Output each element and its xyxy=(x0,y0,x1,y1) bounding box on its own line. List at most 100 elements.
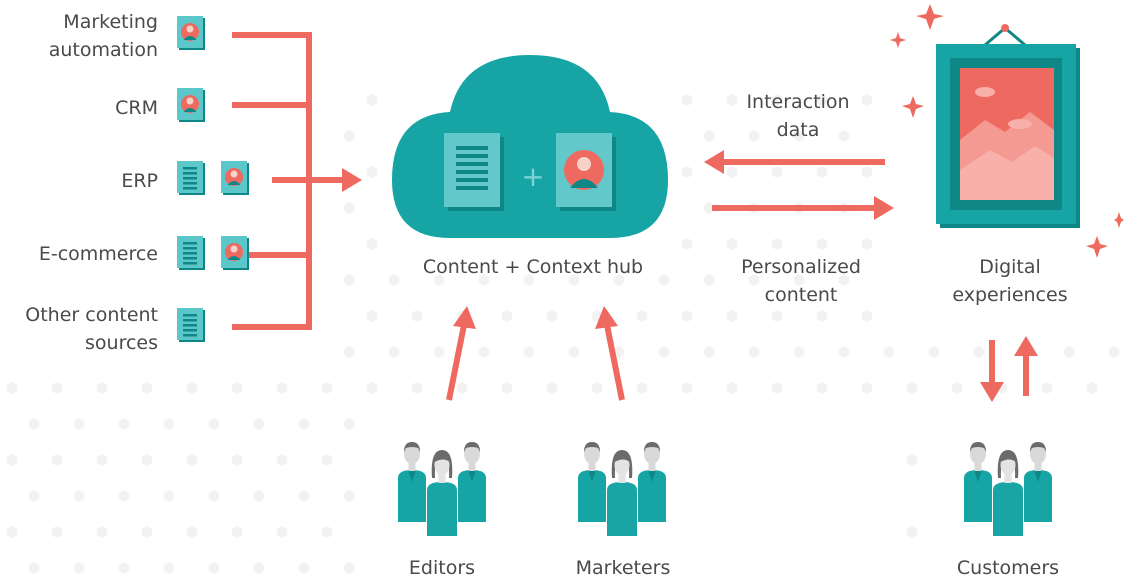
background-dot xyxy=(1041,382,1053,394)
erp-profile-icon xyxy=(221,161,249,195)
background-dot xyxy=(141,382,153,394)
background-dot xyxy=(771,382,783,394)
marketers-arrow xyxy=(595,306,625,401)
source-label-line: automation xyxy=(48,39,158,61)
background-dot xyxy=(253,490,265,502)
background-dot xyxy=(658,274,670,286)
background-dot xyxy=(276,526,288,538)
background-dot xyxy=(28,562,40,574)
cloud-hub-icon xyxy=(392,55,668,238)
editors-arrow xyxy=(446,306,476,401)
background-dot xyxy=(793,130,805,142)
background-dot xyxy=(73,418,85,430)
background-dot xyxy=(546,310,558,322)
background-dot xyxy=(816,382,828,394)
background-dot xyxy=(748,346,760,358)
background-dot xyxy=(613,274,625,286)
background-dot xyxy=(883,346,895,358)
background-dot xyxy=(726,94,738,106)
background-dot xyxy=(343,346,355,358)
background-dot xyxy=(343,130,355,142)
background-dot xyxy=(973,346,985,358)
marketing-profile-icon xyxy=(177,16,205,50)
personalized-line: content xyxy=(764,284,838,306)
background-dot xyxy=(186,382,198,394)
background-dot xyxy=(771,310,783,322)
background-dot xyxy=(276,454,288,466)
background-dot xyxy=(6,382,18,394)
background-dot xyxy=(231,382,243,394)
background-dot xyxy=(793,346,805,358)
background-dot xyxy=(321,382,333,394)
other-document-icon xyxy=(177,308,205,342)
background-dot xyxy=(546,382,558,394)
background-dot xyxy=(118,490,130,502)
background-dot xyxy=(478,346,490,358)
personalized-line: Personalized xyxy=(741,256,861,278)
interaction-data-label: Interaction data xyxy=(718,88,878,144)
arrow-to-hub-icon xyxy=(342,168,362,192)
background-dot xyxy=(118,418,130,430)
background-dot xyxy=(681,238,693,250)
editors-label: Editors xyxy=(408,557,476,579)
background-dot xyxy=(411,382,423,394)
background-dot xyxy=(343,490,355,502)
background-dot xyxy=(838,346,850,358)
background-dot xyxy=(343,418,355,430)
background-dot xyxy=(906,454,918,466)
background-dot xyxy=(861,94,873,106)
background-dot xyxy=(163,562,175,574)
source-label-ecommerce: E-commerce xyxy=(39,240,158,268)
background-dot xyxy=(433,346,445,358)
background-dot xyxy=(433,274,445,286)
digital-experiences-frame-icon xyxy=(936,24,1080,228)
background-dot xyxy=(298,490,310,502)
background-dot xyxy=(906,382,918,394)
background-dot xyxy=(366,94,378,106)
background-dot xyxy=(411,310,423,322)
background-dot xyxy=(703,202,715,214)
background-dot xyxy=(568,274,580,286)
ecommerce-profile-icon xyxy=(221,236,249,270)
background-dot xyxy=(636,310,648,322)
background-dot xyxy=(253,562,265,574)
source-label-line: Marketing xyxy=(63,11,158,33)
background-dot xyxy=(6,526,18,538)
interaction-line: data xyxy=(776,119,820,141)
digital-line: experiences xyxy=(952,284,1068,306)
background-dot xyxy=(343,562,355,574)
background-dot xyxy=(501,382,513,394)
background-dot xyxy=(591,382,603,394)
source-label-erp: ERP xyxy=(121,167,158,195)
background-dot xyxy=(28,490,40,502)
background-dot xyxy=(276,382,288,394)
personalized-content-arrow xyxy=(712,196,894,220)
background-dot xyxy=(163,418,175,430)
marketers-label: Marketers xyxy=(575,557,671,579)
background-dot xyxy=(366,310,378,322)
digital-experiences-label: Digital experiences xyxy=(928,253,1092,309)
interaction-data-arrow xyxy=(704,150,885,174)
background-dot xyxy=(928,346,940,358)
background-dot xyxy=(186,526,198,538)
background-dot xyxy=(861,310,873,322)
background-dot xyxy=(1063,346,1075,358)
background-dot xyxy=(771,94,783,106)
background-dot xyxy=(816,166,828,178)
background-dot xyxy=(636,382,648,394)
background-dot xyxy=(163,490,175,502)
background-dot xyxy=(208,562,220,574)
background-dot xyxy=(906,526,918,538)
background-dot xyxy=(343,202,355,214)
background-dot xyxy=(838,130,850,142)
source-label-line: sources xyxy=(85,332,158,354)
background-dot xyxy=(658,346,670,358)
source-label-other-content: Other content sources xyxy=(25,301,158,357)
background-dot xyxy=(298,562,310,574)
background-dot xyxy=(141,454,153,466)
hub-label: Content + Context hub xyxy=(422,256,644,278)
source-label-line: CRM xyxy=(115,97,158,119)
background-dot xyxy=(816,238,828,250)
